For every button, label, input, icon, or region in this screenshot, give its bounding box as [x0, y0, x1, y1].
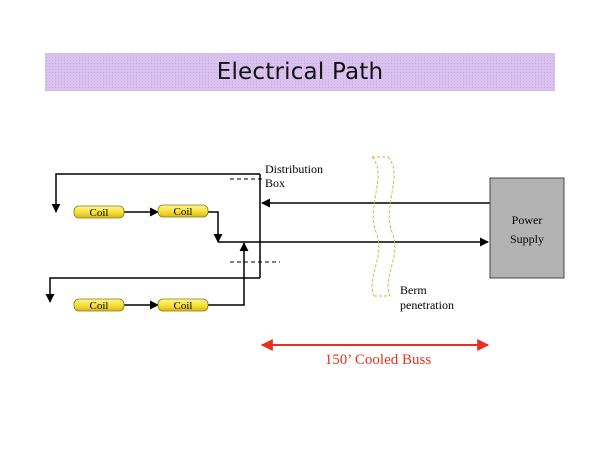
cooled-buss-label: 150’ Cooled Buss [325, 352, 432, 368]
coil-4-label: Coil [174, 300, 193, 312]
coil-3-label: Coil [90, 300, 109, 312]
page-title: Electrical Path [216, 59, 384, 85]
distribution-box-outline [51, 173, 260, 213]
berm-penetration-shape [371, 156, 396, 297]
power-supply: Power Supply [489, 177, 565, 279]
wire-coil4-up [208, 242, 249, 306]
wire-coil2-down [208, 211, 223, 243]
distribution-box-label-line1: Distribution [265, 162, 323, 176]
coil-3: Coil [73, 298, 125, 312]
distribution-box-label-line2: Box [265, 176, 285, 190]
berm-label-line1: Berm [400, 283, 427, 297]
title-bar: Electrical Path [45, 53, 555, 91]
berm-label-line2: penetration [400, 298, 454, 312]
coil-2-label: Coil [174, 206, 193, 218]
coil-2: Coil [157, 204, 209, 218]
power-supply-label-line1: Power [512, 213, 543, 227]
coil-4: Coil [157, 298, 209, 312]
coil-1-label: Coil [90, 207, 109, 219]
coil-1: Coil [73, 205, 125, 219]
power-supply-label-line2: Supply [510, 232, 544, 246]
lower-return-wire [45, 277, 260, 303]
